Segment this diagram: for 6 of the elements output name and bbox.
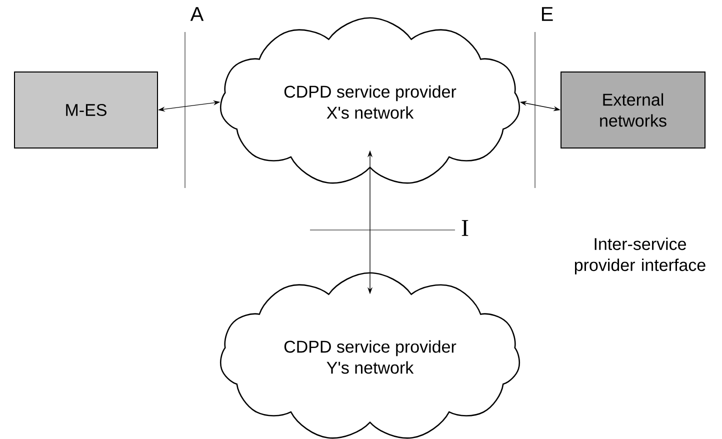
interface-letter: E (542, 7, 553, 21)
network-box: External networks (560, 72, 706, 148)
interface-letter: A (190, 7, 204, 21)
interface-label: Inter-service provider interface (574, 238, 706, 274)
network-box: M-ES (14, 72, 158, 148)
interface-letter: I (462, 220, 468, 236)
